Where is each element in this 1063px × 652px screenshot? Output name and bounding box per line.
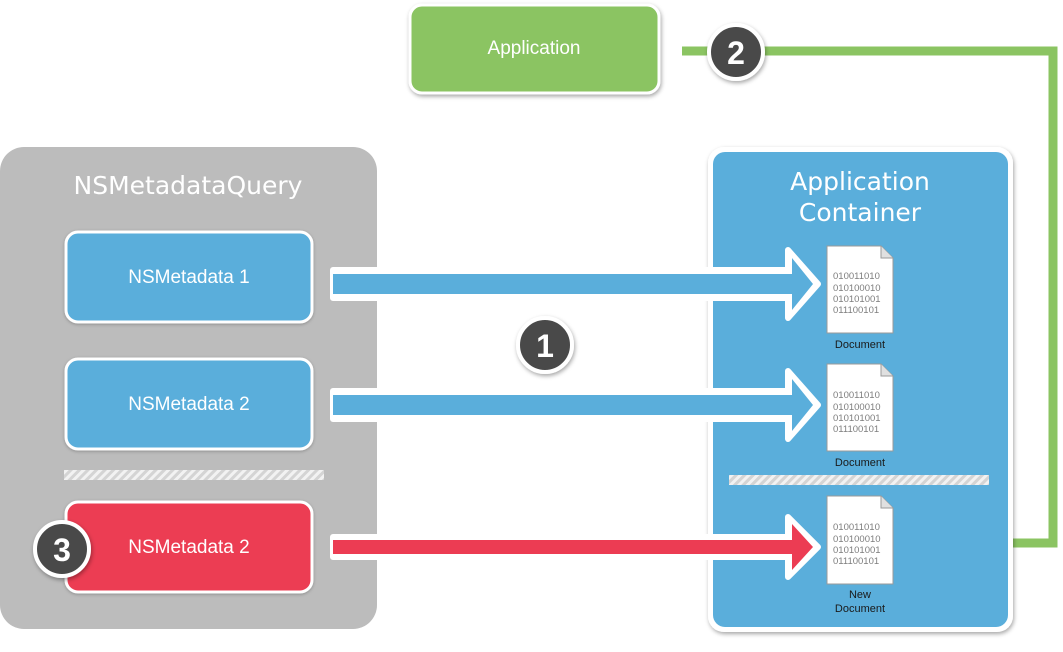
metadata-query-panel: NSMetadataQuery NSMetadata 1 NSMetadata … (0, 147, 377, 629)
metadata-item-2: NSMetadata 2 (64, 357, 314, 451)
application-label: Application (488, 38, 581, 59)
badge-3-number: 3 (53, 532, 71, 568)
document-2-caption: Document (835, 457, 885, 469)
document-1-bits-1: 010011010 (833, 271, 880, 282)
document-2-icon (826, 363, 894, 452)
metadata-item-2-label: NSMetadata 2 (128, 394, 249, 415)
document-1-icon (826, 245, 894, 334)
document-3-bits-1: 010011010 (833, 522, 880, 533)
metadata-query-title: NSMetadataQuery (74, 171, 303, 200)
document-3-bits-2: 010100010 (833, 534, 881, 545)
badge-2-number: 2 (727, 35, 745, 71)
arrow-2 (330, 368, 821, 442)
document-1: 010011010 010100010 010101001 011100101 … (826, 245, 894, 351)
container-divider (729, 475, 989, 485)
document-3-caption-line2: Document (835, 603, 885, 615)
document-3-caption-line1: New (849, 589, 871, 601)
document-1-bits-4: 011100101 (833, 305, 879, 316)
document-3: 010011010 010100010 010101001 011100101 … (826, 495, 894, 615)
document-1-caption: Document (835, 339, 885, 351)
document-3-bits-3: 010101001 (833, 545, 881, 556)
document-2-bits-4: 011100101 (833, 424, 879, 435)
arrow-3 (330, 514, 821, 580)
badge-1: 1 (516, 316, 574, 374)
application-box: Application (408, 3, 661, 95)
document-3-icon (826, 495, 894, 585)
container-title-line1: Application (790, 167, 930, 196)
badge-2: 2 (707, 23, 765, 81)
arrow-1 (330, 247, 821, 321)
document-2-bits-2: 010100010 (833, 402, 881, 413)
document-2-bits-1: 010011010 (833, 390, 880, 401)
document-2: 010011010 010100010 010101001 011100101 … (826, 363, 894, 469)
query-divider (64, 470, 324, 480)
metadata-item-1-label: NSMetadata 1 (128, 267, 249, 288)
container-title-line2: Container (799, 198, 922, 227)
metadata-item-3-label: NSMetadata 2 (128, 537, 249, 558)
document-3-bits-4: 011100101 (833, 556, 879, 567)
document-2-bits-3: 010101001 (833, 413, 881, 424)
badge-1-number: 1 (536, 328, 554, 364)
badge-3: 3 (33, 520, 91, 578)
metadata-item-3: NSMetadata 2 (64, 500, 314, 594)
metadata-item-1: NSMetadata 1 (64, 230, 314, 324)
document-1-bits-2: 010100010 (833, 283, 881, 294)
document-1-bits-3: 010101001 (833, 294, 881, 305)
